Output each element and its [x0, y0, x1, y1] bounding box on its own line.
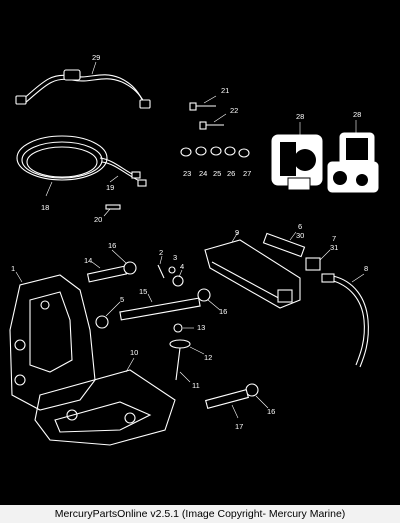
pad-12[interactable] [169, 339, 205, 355]
wire-ends-19[interactable] [109, 171, 147, 187]
callout-8: 8 [364, 264, 368, 273]
callout-7: 7 [332, 234, 336, 243]
callout-31: 31 [330, 243, 338, 252]
nut-16c[interactable] [245, 383, 269, 409]
callout-14: 14 [84, 256, 92, 265]
callout-29: 29 [92, 53, 100, 62]
callout-28b: 28 [353, 110, 361, 119]
nut-7[interactable] [305, 249, 331, 271]
callout-28a: 28 [296, 112, 304, 121]
nut-16b[interactable] [197, 288, 221, 311]
callout-10: 10 [130, 348, 138, 357]
callout-25: 25 [213, 169, 221, 178]
clip-3[interactable] [168, 266, 176, 274]
nut-13[interactable] [173, 323, 194, 333]
callout-3: 3 [173, 253, 177, 262]
washers-23-27[interactable] [180, 146, 250, 158]
callout-16b: 16 [219, 307, 227, 316]
leader-10 [125, 357, 135, 373]
wire-harness-18[interactable] [16, 135, 143, 197]
pin-15[interactable] [119, 293, 201, 321]
nut-16a[interactable] [111, 249, 137, 275]
callout-21: 21 [221, 86, 229, 95]
bracket-1[interactable] [9, 271, 176, 446]
callout-5: 5 [120, 295, 124, 304]
callout-22: 22 [230, 106, 238, 115]
callout-27: 27 [243, 169, 251, 178]
callout-16a: 16 [108, 241, 116, 250]
rod-6[interactable] [262, 231, 306, 258]
pin-2[interactable] [157, 255, 165, 279]
parts-diagram: 29 21 22 28 28 23 24 25 26 27 19 18 20 6… [9, 53, 379, 446]
bolt-21[interactable] [189, 95, 217, 111]
callout-17: 17 [235, 422, 243, 431]
callout-9: 9 [235, 228, 239, 237]
callout-12: 12 [204, 353, 212, 362]
cylinder-9[interactable] [204, 231, 301, 309]
copyright-footer: MercuryPartsOnline v2.5.1 (Image Copyrig… [0, 505, 400, 523]
callout-19: 19 [106, 183, 114, 192]
callout-26: 26 [227, 169, 235, 178]
callout-1: 1 [11, 264, 15, 273]
hose-8[interactable] [321, 273, 369, 368]
bolt-22[interactable] [199, 113, 227, 130]
callout-23: 23 [183, 169, 191, 178]
pin-14[interactable] [86, 261, 128, 283]
callout-11: 11 [192, 381, 200, 390]
pump-motor-28b[interactable] [327, 120, 379, 193]
hose-assembly-29[interactable] [15, 61, 151, 109]
washer-4[interactable] [172, 269, 184, 287]
bushing-5[interactable] [95, 301, 121, 329]
callout-24: 24 [199, 169, 207, 178]
pump-motor-28a[interactable] [271, 122, 323, 191]
callout-4: 4 [180, 262, 184, 271]
callout-6: 6 [298, 222, 302, 231]
callout-20: 20 [94, 215, 102, 224]
callout-16c: 16 [267, 407, 275, 416]
callout-labels: 29 21 22 28 28 23 24 25 26 27 19 18 20 6… [11, 53, 368, 431]
callout-2: 2 [159, 248, 163, 257]
callout-30: 30 [296, 231, 304, 240]
callout-15: 15 [139, 287, 147, 296]
callout-18: 18 [41, 203, 49, 212]
screw-11[interactable] [175, 347, 191, 383]
callout-13: 13 [197, 323, 205, 332]
fitting-20[interactable] [103, 204, 121, 217]
pin-17[interactable] [205, 389, 249, 419]
